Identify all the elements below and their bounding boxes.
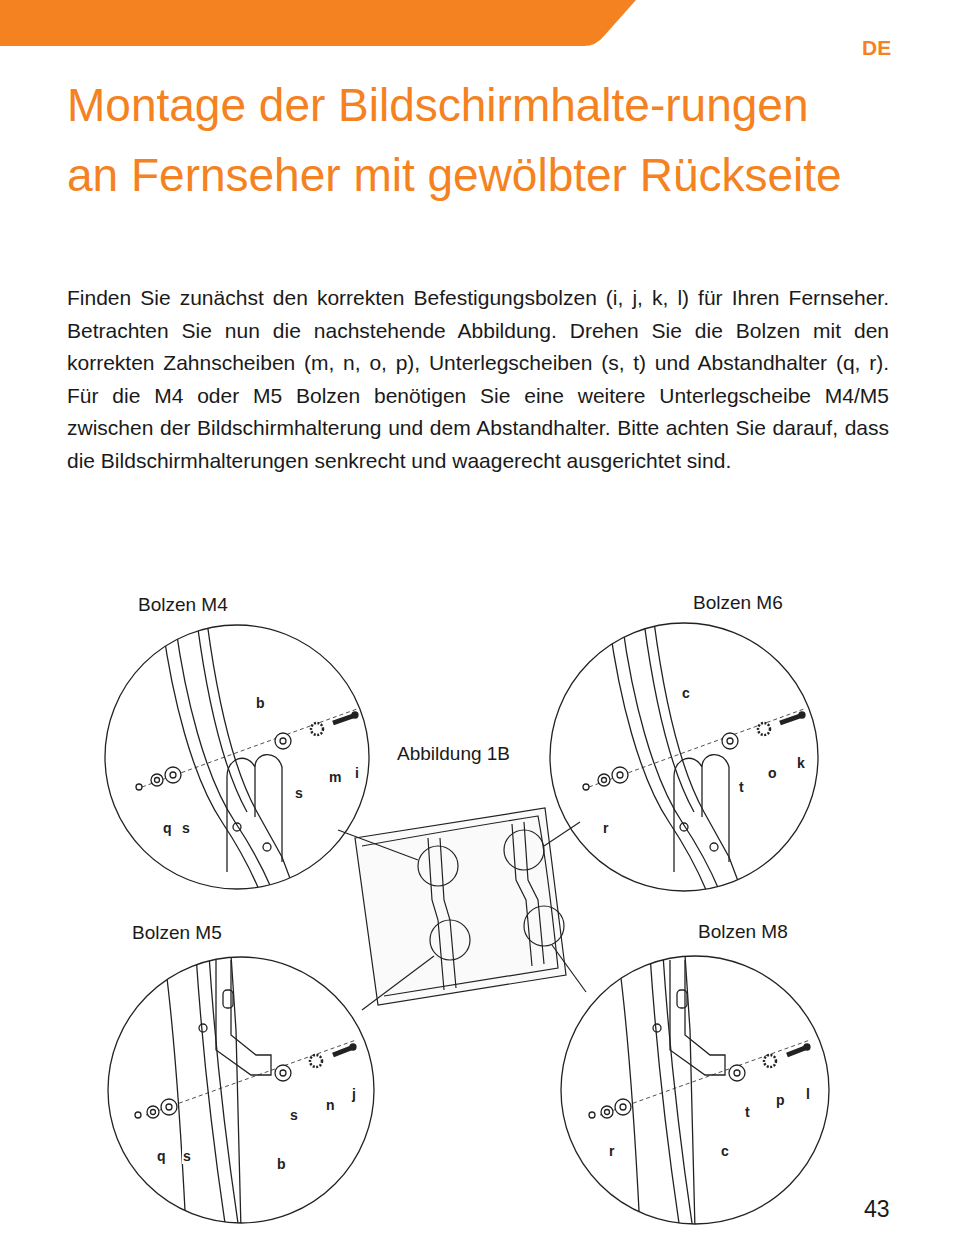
detail-heading: Bolzen M8 xyxy=(698,921,788,943)
part-letter: s xyxy=(182,1149,192,1164)
part-letter: r xyxy=(608,1144,615,1159)
detail-circle: Bolzen M5 xyxy=(107,956,375,1224)
part-letter: b xyxy=(255,696,266,711)
circle-outline xyxy=(107,956,375,1224)
part-letter: s xyxy=(294,786,304,801)
part-letter: b xyxy=(276,1157,287,1172)
part-letter: i xyxy=(354,766,360,781)
detail-circle: Bolzen M8 xyxy=(560,955,830,1225)
part-letter: k xyxy=(796,756,806,771)
detail-heading: Bolzen M6 xyxy=(693,592,783,614)
part-letter: s xyxy=(181,821,191,836)
detail-heading: Bolzen M4 xyxy=(138,594,228,616)
part-letter: j xyxy=(351,1087,357,1102)
detail-circle: Bolzen M4 xyxy=(104,624,370,890)
body-text: Finden Sie zunächst den korrekten Befest… xyxy=(67,282,889,477)
part-letter: s xyxy=(289,1108,299,1123)
page-number: 43 xyxy=(864,1196,890,1223)
detail-heading: Bolzen M5 xyxy=(132,922,222,944)
detail-circle: Bolzen M6 xyxy=(549,622,819,892)
language-tag: DE xyxy=(862,36,891,60)
part-letter: t xyxy=(744,1105,751,1120)
part-letter: q xyxy=(156,1149,167,1164)
part-letter: q xyxy=(162,821,173,836)
figure-label: Abbildung 1B xyxy=(397,743,510,765)
part-letter: r xyxy=(602,821,609,836)
part-letter: m xyxy=(328,770,342,785)
part-letter: n xyxy=(325,1098,336,1113)
part-letter: c xyxy=(681,686,691,701)
part-letter: t xyxy=(738,780,745,795)
circle-outline xyxy=(549,622,819,892)
page-title: Montage der Bildschirmhalte-rungen an Fe… xyxy=(67,70,857,210)
part-letter: p xyxy=(775,1093,786,1108)
part-letter: c xyxy=(720,1144,730,1159)
circle-outline xyxy=(104,624,370,890)
part-letter: l xyxy=(805,1087,811,1102)
circle-outline xyxy=(560,955,830,1225)
part-letter: o xyxy=(767,766,778,781)
